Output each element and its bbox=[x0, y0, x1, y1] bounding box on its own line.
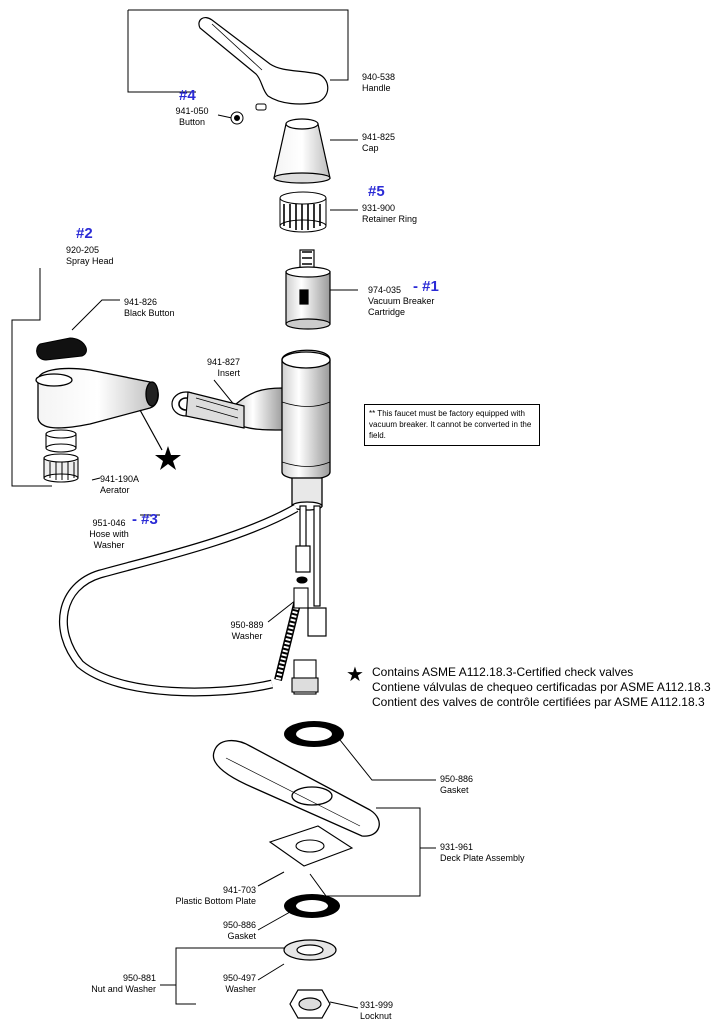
part-name: Handle bbox=[362, 83, 391, 93]
label-hose: 951-046 Hose with Washer bbox=[78, 518, 140, 551]
locknut-part bbox=[289, 989, 331, 1019]
part-number: 941-825 bbox=[362, 132, 396, 142]
part-number: 950-886 bbox=[222, 920, 256, 930]
black-button-part bbox=[36, 337, 87, 361]
part-name: Washer bbox=[231, 631, 263, 641]
label-insert: 941-827 Insert bbox=[184, 357, 240, 379]
leader-lines bbox=[11, 9, 436, 1009]
part-name-line2: Washer bbox=[93, 540, 125, 550]
part-number: 941-050 bbox=[175, 106, 209, 116]
label-cap: 941-825 Cap bbox=[362, 132, 395, 154]
aerator-part bbox=[43, 429, 79, 483]
label-aerator: 941-190A Aerator bbox=[100, 474, 139, 496]
spray-head-part bbox=[35, 367, 159, 429]
star-icon: ★ bbox=[346, 664, 364, 686]
label-bottom-plate: 941-703 Plastic Bottom Plate bbox=[140, 885, 256, 907]
part-number: 941-190A bbox=[100, 474, 140, 484]
part-number: 941-703 bbox=[222, 885, 256, 895]
part-name: Gasket bbox=[227, 931, 256, 941]
faucet-body-part bbox=[235, 349, 331, 511]
part-number: 950-497 bbox=[222, 973, 256, 983]
button-part bbox=[230, 103, 267, 125]
callout-1: - #1 bbox=[413, 278, 439, 295]
part-number: 931-961 bbox=[440, 842, 474, 852]
part-name: Button bbox=[178, 117, 206, 127]
part-name: Gasket bbox=[440, 785, 469, 795]
exploded-parts-diagram bbox=[11, 9, 436, 1019]
label-spray-head: 920-205 Spray Head bbox=[66, 245, 114, 267]
part-number: 950-881 bbox=[122, 973, 156, 983]
callout-4: #4 bbox=[179, 87, 196, 104]
gasket-bottom-part bbox=[284, 894, 340, 918]
label-button: 941-050 Button bbox=[170, 106, 214, 128]
part-name: Nut and Washer bbox=[91, 984, 156, 994]
part-name: Aerator bbox=[100, 485, 130, 495]
part-name: Locknut bbox=[360, 1011, 392, 1021]
part-name: Deck Plate Assembly bbox=[440, 853, 525, 863]
label-black-button: 941-826 Black Button bbox=[124, 297, 175, 319]
part-name: Spray Head bbox=[66, 256, 114, 266]
legend-line-en: Contains ASME A112.18.3-Certified check … bbox=[372, 665, 634, 679]
handle-part bbox=[198, 16, 329, 105]
label-washer-889: 950-889 Washer bbox=[222, 620, 272, 642]
part-number: 931-900 bbox=[362, 203, 396, 213]
part-name: Plastic Bottom Plate bbox=[175, 896, 256, 906]
label-cartridge: 974-035 Vacuum Breaker Cartridge bbox=[368, 285, 434, 318]
part-number: 941-826 bbox=[124, 297, 158, 307]
part-number: 920-205 bbox=[66, 245, 100, 255]
check-valve-star bbox=[139, 409, 181, 470]
part-name-line2: Cartridge bbox=[368, 307, 406, 317]
cap-part bbox=[273, 118, 331, 184]
label-gasket-bottom: 950-886 Gasket bbox=[196, 920, 256, 942]
part-number: 974-035 bbox=[368, 285, 402, 295]
part-number: 940-538 bbox=[362, 72, 396, 82]
callout-3: - #3 bbox=[132, 511, 158, 528]
washer-497-part bbox=[283, 939, 337, 961]
part-name: Retainer Ring bbox=[362, 214, 418, 224]
part-number: 931-999 bbox=[360, 1000, 394, 1010]
callout-5: #5 bbox=[368, 183, 385, 200]
part-name: Washer bbox=[225, 984, 256, 994]
deck-plate-part bbox=[212, 740, 380, 837]
legend-line-es: Contiene válvulas de chequeo certificada… bbox=[372, 680, 711, 694]
label-handle: 940-538 Handle bbox=[362, 72, 395, 94]
washer-889-part bbox=[291, 576, 319, 695]
supply-tubes bbox=[295, 505, 327, 637]
part-name: Insert bbox=[217, 368, 240, 378]
retainer-ring-part bbox=[279, 191, 327, 233]
vacuum-breaker-note: ** This faucet must be factory equipped … bbox=[364, 404, 540, 446]
part-number: 941-827 bbox=[206, 357, 240, 367]
label-nut-washer: 950-881 Nut and Washer bbox=[70, 973, 156, 995]
label-gasket-top: 950-886 Gasket bbox=[440, 774, 473, 796]
cartridge-part bbox=[285, 249, 331, 330]
part-number: 950-889 bbox=[230, 620, 264, 630]
part-name-line1: Vacuum Breaker bbox=[368, 296, 435, 306]
insert-part bbox=[171, 391, 245, 429]
label-washer-497: 950-497 Washer bbox=[196, 973, 256, 995]
label-retainer-ring: 931-900 Retainer Ring bbox=[362, 203, 417, 225]
part-number: 951-046 bbox=[92, 518, 126, 528]
part-name: Black Button bbox=[124, 308, 175, 318]
legend-line-fr: Contient des valves de contrôle certifié… bbox=[372, 695, 705, 709]
part-number: 950-886 bbox=[440, 774, 474, 784]
gasket-top-part bbox=[284, 721, 344, 747]
label-deck-plate: 931-961 Deck Plate Assembly bbox=[440, 842, 525, 864]
callout-2: #2 bbox=[76, 225, 93, 242]
label-locknut: 931-999 Locknut bbox=[360, 1000, 393, 1022]
bottom-plate-part bbox=[268, 825, 354, 867]
part-name-line1: Hose with bbox=[89, 529, 129, 539]
part-name: Cap bbox=[362, 143, 379, 153]
